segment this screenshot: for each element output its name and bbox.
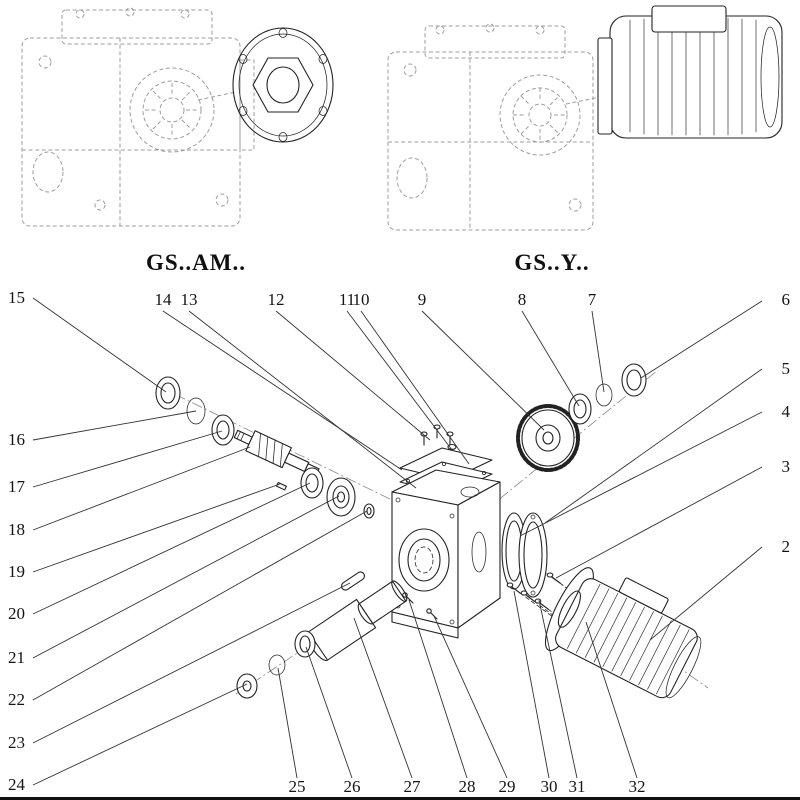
part-shaft-key — [340, 571, 366, 591]
part-gear-snap-ring — [595, 383, 613, 407]
callout-number-12: 12 — [268, 290, 285, 309]
callout-number-28: 28 — [459, 777, 476, 796]
part-flange-cover — [518, 512, 548, 598]
callout-line-11 — [346, 310, 453, 451]
callout-line-6 — [640, 300, 763, 379]
part-output-washer — [236, 673, 258, 699]
callout-number-14: 14 — [155, 290, 173, 309]
part-output-bearing — [294, 630, 316, 658]
callout-number-13: 13 — [181, 290, 198, 309]
callout-number-5: 5 — [782, 359, 791, 378]
callout-line-9 — [421, 310, 545, 431]
callout-number-18: 18 — [8, 520, 25, 539]
callout-number-31: 31 — [569, 777, 586, 796]
part-output-seal-top — [621, 363, 647, 397]
callout-line-21 — [32, 495, 340, 659]
callout-line-17 — [32, 430, 223, 488]
callout-line-8 — [521, 310, 580, 407]
gearbox-outline-gs-y — [387, 23, 611, 231]
callout-number-9: 9 — [418, 290, 427, 309]
part-worm-bearing — [300, 467, 324, 499]
part-input-seal — [155, 376, 181, 410]
gearbox-outline-gs-am — [21, 7, 255, 227]
callout-number-7: 7 — [588, 290, 597, 309]
callout-number-22: 22 — [8, 690, 25, 709]
part-spacer-disc — [326, 477, 356, 517]
part-small-ring — [363, 503, 375, 519]
callout-line-32 — [585, 621, 638, 779]
part-pin — [275, 481, 287, 491]
variant-label-left: GS..AM.. — [146, 250, 246, 275]
callout-number-2: 2 — [782, 537, 791, 556]
callout-line-4 — [519, 411, 763, 537]
part-output-snap-ring — [268, 654, 286, 676]
callout-line-14 — [162, 310, 403, 471]
callout-number-16: 16 — [8, 430, 25, 449]
callout-line-24 — [32, 683, 248, 786]
callout-line-31 — [538, 599, 578, 779]
callout-line-29 — [433, 615, 508, 779]
callout-number-10: 10 — [353, 290, 370, 309]
callout-line-13 — [188, 310, 417, 489]
callout-line-20 — [32, 482, 311, 615]
callout-number-19: 19 — [8, 562, 25, 581]
callout-number-27: 27 — [404, 777, 422, 796]
callout-number-4: 4 — [782, 402, 791, 421]
callout-line-16 — [32, 410, 197, 441]
callout-number-15: 15 — [8, 288, 25, 307]
callout-number-3: 3 — [782, 457, 791, 476]
callout-number-25: 25 — [289, 777, 306, 796]
callout-line-22 — [32, 510, 368, 701]
callout-line-26 — [305, 646, 353, 779]
callout-number-21: 21 — [8, 648, 25, 667]
callout-line-25 — [277, 667, 298, 779]
page-bottom-border — [0, 797, 800, 800]
part-housing — [391, 469, 501, 639]
callout-line-10 — [360, 310, 470, 465]
part-motor — [544, 567, 702, 699]
callout-number-23: 23 — [8, 733, 25, 752]
callout-number-29: 29 — [499, 777, 516, 796]
callout-line-19 — [32, 483, 281, 573]
variant-label-right: GS..Y.. — [514, 250, 589, 275]
callout-line-18 — [32, 446, 251, 531]
hub-spokes-right — [513, 88, 567, 142]
callout-number-32: 32 — [629, 777, 646, 796]
callout-number-6: 6 — [782, 290, 791, 309]
callout-number-30: 30 — [541, 777, 558, 796]
part-input-snap-ring — [186, 397, 206, 425]
part-gear-bearing — [568, 393, 592, 425]
callout-line-23 — [32, 582, 351, 744]
input-flange-gs-am — [232, 27, 334, 143]
hub-spokes-left — [145, 83, 199, 137]
motor-gs-y — [597, 5, 783, 139]
callout-number-24: 24 — [8, 775, 26, 794]
callout-number-20: 20 — [8, 604, 25, 623]
part-input-bearing — [211, 414, 235, 446]
callout-line-30 — [513, 590, 550, 779]
callout-number-8: 8 — [518, 290, 527, 309]
callout-line-5 — [544, 368, 763, 524]
callout-number-26: 26 — [344, 777, 361, 796]
callout-line-27 — [353, 617, 413, 779]
part-worm-wheel-gear — [516, 404, 580, 472]
callout-line-12 — [275, 310, 431, 441]
exploded-view — [155, 363, 702, 699]
callout-line-7 — [591, 310, 605, 393]
callout-number-17: 17 — [8, 477, 26, 496]
callout-line-2 — [649, 546, 763, 641]
callout-number-11: 11 — [339, 290, 355, 309]
callout-line-15 — [32, 297, 167, 393]
callout-line-28 — [408, 599, 468, 779]
callout-line-3 — [555, 466, 763, 579]
